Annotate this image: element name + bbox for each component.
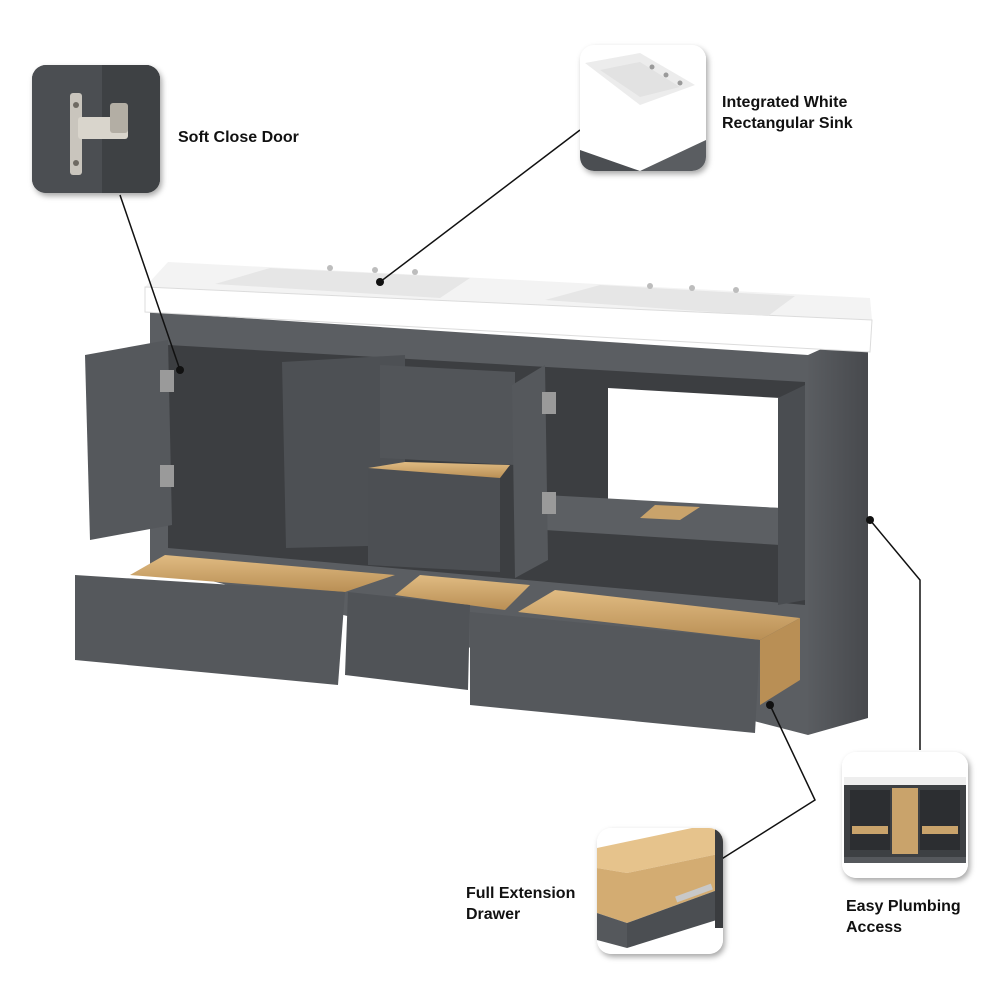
middle-upper-drawer: [380, 365, 515, 465]
bottom-right-drawer-box: [518, 590, 800, 640]
bottom-right-drawer: [470, 612, 760, 733]
full-extension-drawer-label: Full Extension Drawer: [466, 885, 576, 923]
easy-plumbing-label: Easy Plumbing Access: [846, 898, 961, 936]
bottom-middle-drawer: [345, 592, 470, 690]
drawer-slide-icon: [597, 828, 723, 954]
bottom-left-drawer: [75, 575, 345, 685]
countertop-front: [144, 286, 873, 353]
right-door-2: [778, 385, 805, 605]
middle-lower-drawer: [368, 468, 500, 572]
plumbing-opening: [608, 388, 780, 508]
shelf-wood-cutout: [640, 505, 700, 520]
right-door-open: [512, 365, 548, 578]
right-sink-basin: [545, 285, 795, 316]
integrated-sink-label: Integrated White Rectangular Sink: [722, 94, 853, 132]
integrated-sink-thumbnail: [580, 45, 706, 171]
left-door-open: [85, 340, 172, 540]
hinge-icon: [32, 65, 160, 193]
cabinet-side-panel: [808, 328, 868, 735]
plumbing-access-thumbnail: [842, 752, 968, 878]
left-sink-basin: [215, 268, 470, 298]
bottom-middle-drawer-box: [395, 575, 530, 610]
sink-icon: [580, 45, 706, 171]
full-extension-drawer-thumbnail: [597, 828, 723, 954]
bottom-right-drawer-side: [760, 618, 800, 705]
open-back-vanity-icon: [842, 752, 968, 878]
soft-close-door-label: Soft Close Door: [178, 129, 299, 146]
interior-shelf: [545, 495, 780, 545]
bottom-left-drawer-box: [130, 555, 395, 592]
soft-close-hinge-thumbnail: [32, 65, 160, 193]
